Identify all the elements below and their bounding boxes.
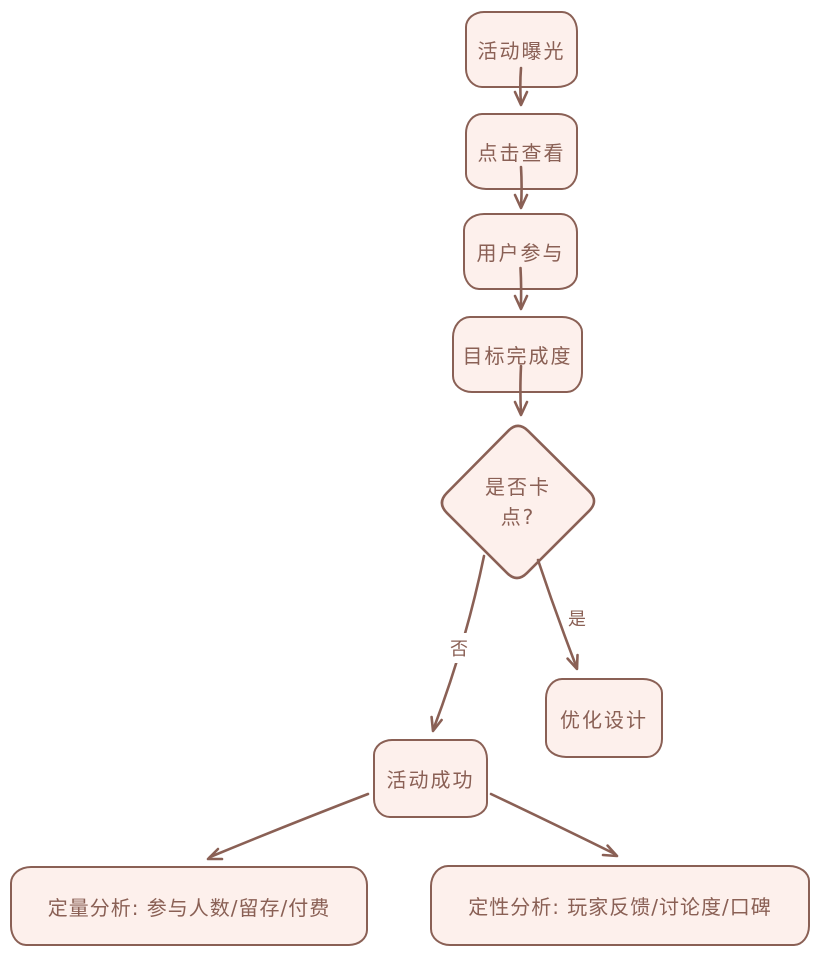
edge-label-yes[interactable]: 是 [565, 603, 589, 633]
node-decision-label: 是否卡 点? [437, 421, 599, 583]
node-label: 定性分析: 玩家反馈/讨论度/口碑 [468, 895, 772, 919]
node-activity-exposure[interactable]: 活动曝光 [465, 11, 578, 88]
node-label: 活动成功 [386, 768, 475, 792]
decision-label-line1: 是否卡 [485, 475, 551, 499]
node-activity-success[interactable]: 活动成功 [373, 739, 488, 818]
node-quantitative-analysis[interactable]: 定量分析: 参与人数/留存/付费 [10, 866, 368, 946]
node-optimize-design[interactable]: 优化设计 [545, 678, 663, 758]
decision-label-line2: 点? [500, 505, 536, 529]
node-label: 用户参与 [476, 241, 565, 265]
arrow-success-to-quantitative[interactable] [206, 792, 370, 861]
node-user-participation[interactable]: 用户参与 [463, 213, 578, 290]
node-label: 点击查看 [477, 141, 566, 165]
node-label: 目标完成度 [462, 344, 573, 368]
arrow-success-to-qualitative[interactable] [489, 792, 619, 858]
node-label: 定量分析: 参与人数/留存/付费 [47, 895, 331, 920]
node-goal-completion[interactable]: 目标完成度 [452, 316, 583, 393]
node-label: 优化设计 [560, 707, 648, 732]
node-label: 活动曝光 [477, 39, 566, 63]
node-click-view[interactable]: 点击查看 [465, 113, 578, 190]
node-qualitative-analysis[interactable]: 定性分析: 玩家反馈/讨论度/口碑 [430, 865, 810, 946]
edge-label-no[interactable]: 否 [447, 633, 471, 663]
